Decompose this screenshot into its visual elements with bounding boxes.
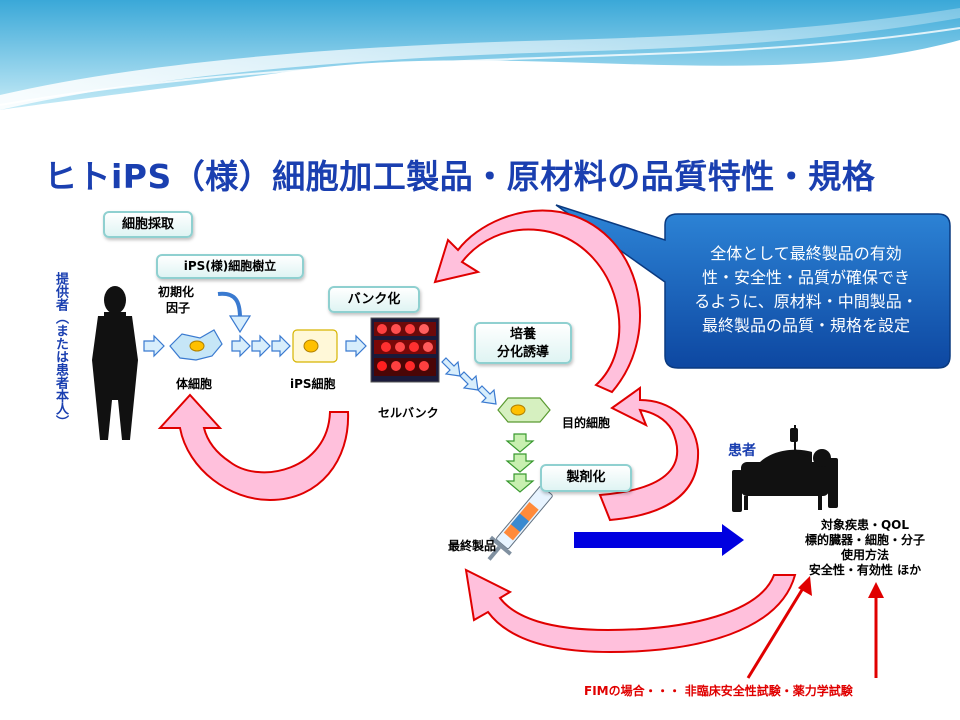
delivery-arrow	[574, 524, 744, 556]
step-formulation: 製剤化	[540, 464, 632, 492]
syringe-icon	[487, 476, 560, 561]
green-down-arrows	[505, 433, 535, 493]
factor-label-line: 因子	[166, 301, 191, 315]
fim-note: FIMの場合・・・ 非臨床安全性試験・薬力学試験	[584, 684, 853, 698]
target-info-line: 対象疾患・QOL	[820, 518, 910, 532]
loop-arrow-top	[433, 209, 641, 394]
target-info-line: 標的臓器・細胞・分子	[804, 533, 925, 547]
cell-bank-label: セルバンク	[378, 406, 439, 420]
step-ips-establishment: iPS(様)細胞樹立	[156, 254, 304, 279]
patient-bed-icon	[732, 425, 838, 512]
target-info: 対象疾患・QOL 標的臓器・細胞・分子 使用方法 安全性・有効性 ほか	[790, 518, 940, 578]
step-cell-collection: 細胞採取	[103, 211, 193, 238]
callout-bubble	[555, 204, 951, 369]
target-info-line: 安全性・有効性 ほか	[808, 563, 922, 577]
callout-line: 性・安全性・品質が確保でき	[701, 268, 910, 287]
ips-cell-label: iPS細胞	[290, 377, 336, 391]
header-wave-highlight	[0, 8, 960, 110]
cell-bank-image	[370, 317, 440, 383]
fim-arrows	[746, 576, 884, 679]
patient-label: 患者	[728, 443, 756, 459]
callout-line: 全体として最終製品の有効	[710, 244, 902, 263]
somatic-cell-icon	[169, 329, 223, 361]
callout-line: るように、原材料・中間製品・	[694, 292, 918, 311]
callout-text: 全体として最終製品の有効 性・安全性・品質が確保でき るように、原材料・中間製品…	[668, 242, 944, 338]
step-culture-differentiation: 培養 分化誘導	[474, 322, 572, 364]
reprogramming-factor-label: 初期化 因子	[158, 284, 194, 316]
step-differentiation-line: 分化誘導	[496, 345, 549, 360]
ips-cell-icon	[292, 329, 338, 363]
callout-line: 最終製品の品質・規格を設定	[701, 316, 910, 335]
loop-arrow-bottom-left	[157, 393, 350, 502]
header-wave	[0, 0, 960, 110]
final-product-label: 最終製品	[448, 539, 497, 553]
loop-arrow-bottom	[464, 568, 797, 654]
target-cell-icon	[497, 397, 551, 423]
loop-arrow-right	[598, 386, 700, 522]
target-cell-label: 目的細胞	[562, 416, 611, 430]
donor-label: 提供者（または患者本人）	[53, 272, 68, 428]
somatic-cell-label: 体細胞	[176, 377, 213, 391]
donor-silhouette	[92, 286, 138, 440]
factor-arrow	[217, 291, 252, 334]
page-title: ヒトiPS（様）細胞加工製品・原材料の品質特性・規格	[44, 157, 876, 196]
factor-label-line: 初期化	[158, 285, 195, 299]
target-info-line: 使用方法	[840, 548, 889, 562]
step-culture-line: 培養	[509, 327, 536, 342]
step-banking: バンク化	[328, 286, 420, 313]
flow-arrows-left	[143, 334, 497, 405]
